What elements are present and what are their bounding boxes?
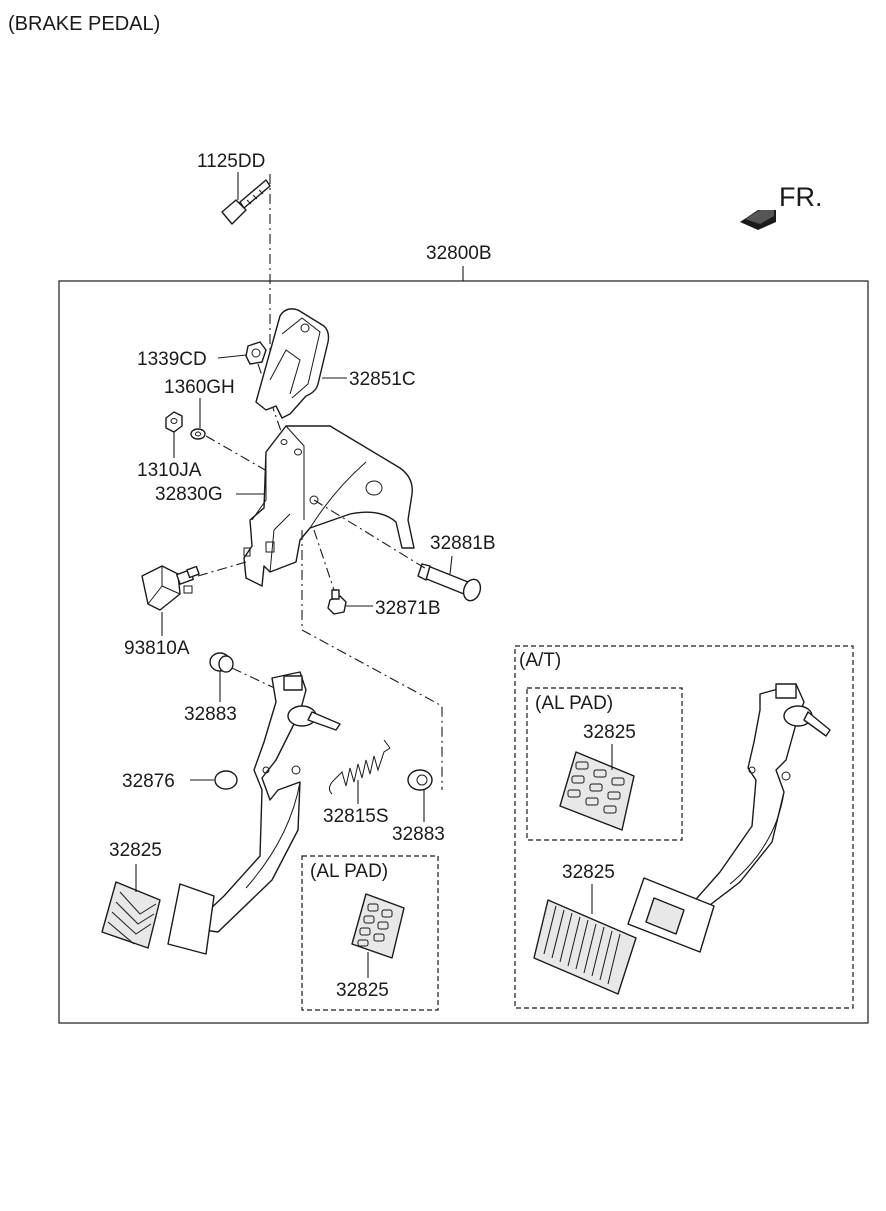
washer-1360gh xyxy=(190,428,206,440)
label-32883-upper: 32883 xyxy=(184,704,237,725)
label-32851c: 32851C xyxy=(349,369,416,390)
label-1310ja: 1310JA xyxy=(137,460,202,481)
bracket-32830g xyxy=(243,425,415,587)
stopper-32876 xyxy=(214,770,238,790)
at-brake-pedal-arm xyxy=(689,683,831,909)
label-1125dd: 1125DD xyxy=(197,151,265,172)
nut-1339cd xyxy=(245,341,267,365)
label-1360gh: 1360GH xyxy=(164,377,235,398)
label-1339cd: 1339CD xyxy=(137,349,207,370)
label-32876: 32876 xyxy=(122,771,175,792)
label-32871b: 32871B xyxy=(375,598,441,619)
label-32881b: 32881B xyxy=(430,533,496,554)
spring-32815s xyxy=(328,739,391,795)
brake-pedal-face xyxy=(167,883,215,955)
nut-1310ja xyxy=(165,411,183,433)
label-32825-al-at: 32825 xyxy=(583,722,636,743)
al-pad-box-2 xyxy=(526,687,683,841)
at-box xyxy=(514,645,854,1009)
al-pad-label-1: (AL PAD) xyxy=(310,861,388,882)
front-direction-arrow-icon xyxy=(740,210,776,230)
label-32825-at-standard: 32825 xyxy=(562,862,615,883)
label-32800b: 32800B xyxy=(426,243,492,264)
label-32825-al-mt: 32825 xyxy=(336,980,389,1001)
bolt-1125dd xyxy=(221,179,271,225)
bolt-32871b xyxy=(327,589,347,615)
bushing-32883-upper xyxy=(209,652,234,673)
switch-93810a xyxy=(141,565,200,611)
pedal-pad-32825-al-at xyxy=(559,751,635,831)
at-brake-pedal-face xyxy=(627,877,715,953)
pin-32881b xyxy=(417,563,482,602)
label-93810a: 93810A xyxy=(124,638,190,659)
pedal-pad-32825-al-mt xyxy=(351,893,405,959)
at-label: (A/T) xyxy=(519,650,561,671)
pedal-pad-32825-standard xyxy=(101,881,161,949)
label-32883-lower: 32883 xyxy=(392,824,445,845)
label-32830g: 32830G xyxy=(155,484,223,505)
bushing-32883-lower xyxy=(407,769,433,791)
label-32825-standard: 32825 xyxy=(109,840,162,861)
al-pad-box-1 xyxy=(301,855,439,1011)
front-direction-label: FR. xyxy=(779,182,823,212)
pedal-pad-32825-at-standard xyxy=(533,899,637,995)
label-32815s: 32815S xyxy=(323,806,389,827)
al-pad-label-2: (AL PAD) xyxy=(535,693,613,714)
bracket-32851c xyxy=(255,308,330,419)
brake-pedal-arm xyxy=(189,671,341,933)
diagram-title: (BRAKE PEDAL) xyxy=(8,13,160,35)
